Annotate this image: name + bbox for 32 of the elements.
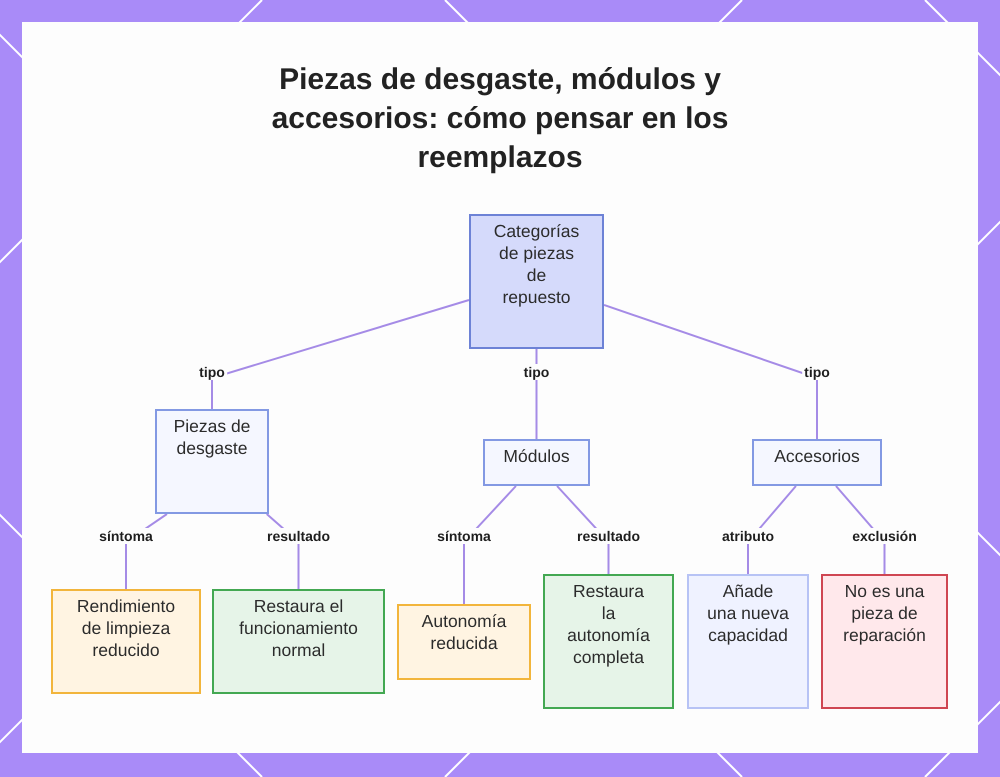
concept-box (155, 409, 269, 514)
edge-label: tipo (802, 364, 832, 380)
concept-box (821, 574, 948, 709)
concept-text: Autonomía reducida (420, 610, 508, 654)
concept-text: Accesorios (773, 445, 861, 467)
diagram-title: Piezas de desgaste, módulos y accesorios: cómo pensar en los reemplazos (270, 62, 730, 176)
concept-text: Piezas de desgaste (172, 415, 252, 459)
concept-box (752, 439, 882, 486)
concept-text: Categorías de piezas de repuesto (492, 220, 580, 308)
connector-line (604, 304, 818, 439)
edge-label: resultado (265, 528, 332, 544)
concept-text: Restaura el funcionamiento normal (238, 595, 359, 661)
concept-box (543, 574, 674, 709)
edge-label: atributo (720, 528, 776, 544)
concept-text: Rendimiento de limpieza reducido (76, 595, 176, 661)
concept-text: No es una pieza de reparación (842, 580, 927, 646)
concept-box (469, 214, 604, 349)
edge-label: tipo (522, 364, 552, 380)
connector-line (211, 299, 470, 409)
concept-text: Restaura la autonomía completa (566, 580, 651, 668)
edge-label: tipo (197, 364, 227, 380)
edge-label: síntoma (435, 528, 493, 544)
edge-label: síntoma (97, 528, 155, 544)
concept-box (51, 589, 201, 694)
concept-box (212, 589, 385, 694)
concept-box (397, 604, 531, 680)
concept-text: Añade una nueva capacidad (706, 580, 790, 646)
concept-text: Módulos (502, 445, 571, 467)
edge-label: exclusión (850, 528, 919, 544)
concept-box (687, 574, 809, 709)
edge-label: resultado (575, 528, 642, 544)
concept-box (483, 439, 590, 486)
